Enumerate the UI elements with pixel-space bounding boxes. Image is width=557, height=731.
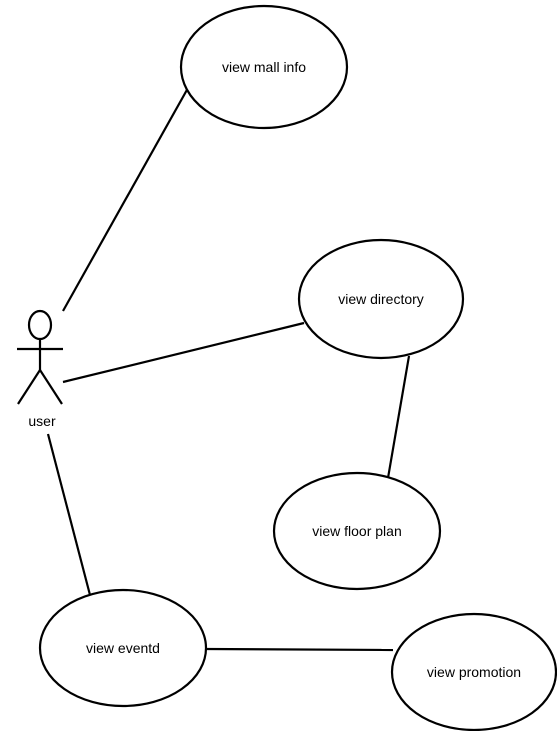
use-case-label: view floor plan [312, 523, 402, 539]
actor-label: user [28, 413, 56, 429]
use-case-view-directory[interactable]: view directory [297, 238, 465, 360]
use-case-view-floor-plan[interactable]: view floor plan [272, 471, 442, 591]
actor-user[interactable]: user [17, 309, 63, 429]
use-case-view-mall-info[interactable]: view mall info [179, 4, 349, 130]
use-case-view-eventd[interactable]: view eventd [38, 588, 208, 708]
use-case-view-promotion[interactable]: view promotion [390, 612, 557, 731]
use-case-label: view directory [338, 291, 424, 307]
use-case-label: view eventd [86, 640, 160, 656]
association-directory-floor-plan [386, 355, 411, 479]
use-case-label: view mall info [222, 59, 306, 75]
association-user-eventd [46, 433, 92, 596]
association-eventd-promotion [204, 647, 394, 652]
use-case-label: view promotion [427, 664, 521, 680]
association-user-directory [62, 321, 305, 384]
association-user-mall-info [62, 87, 189, 312]
stick-figure-icon [17, 309, 63, 405]
